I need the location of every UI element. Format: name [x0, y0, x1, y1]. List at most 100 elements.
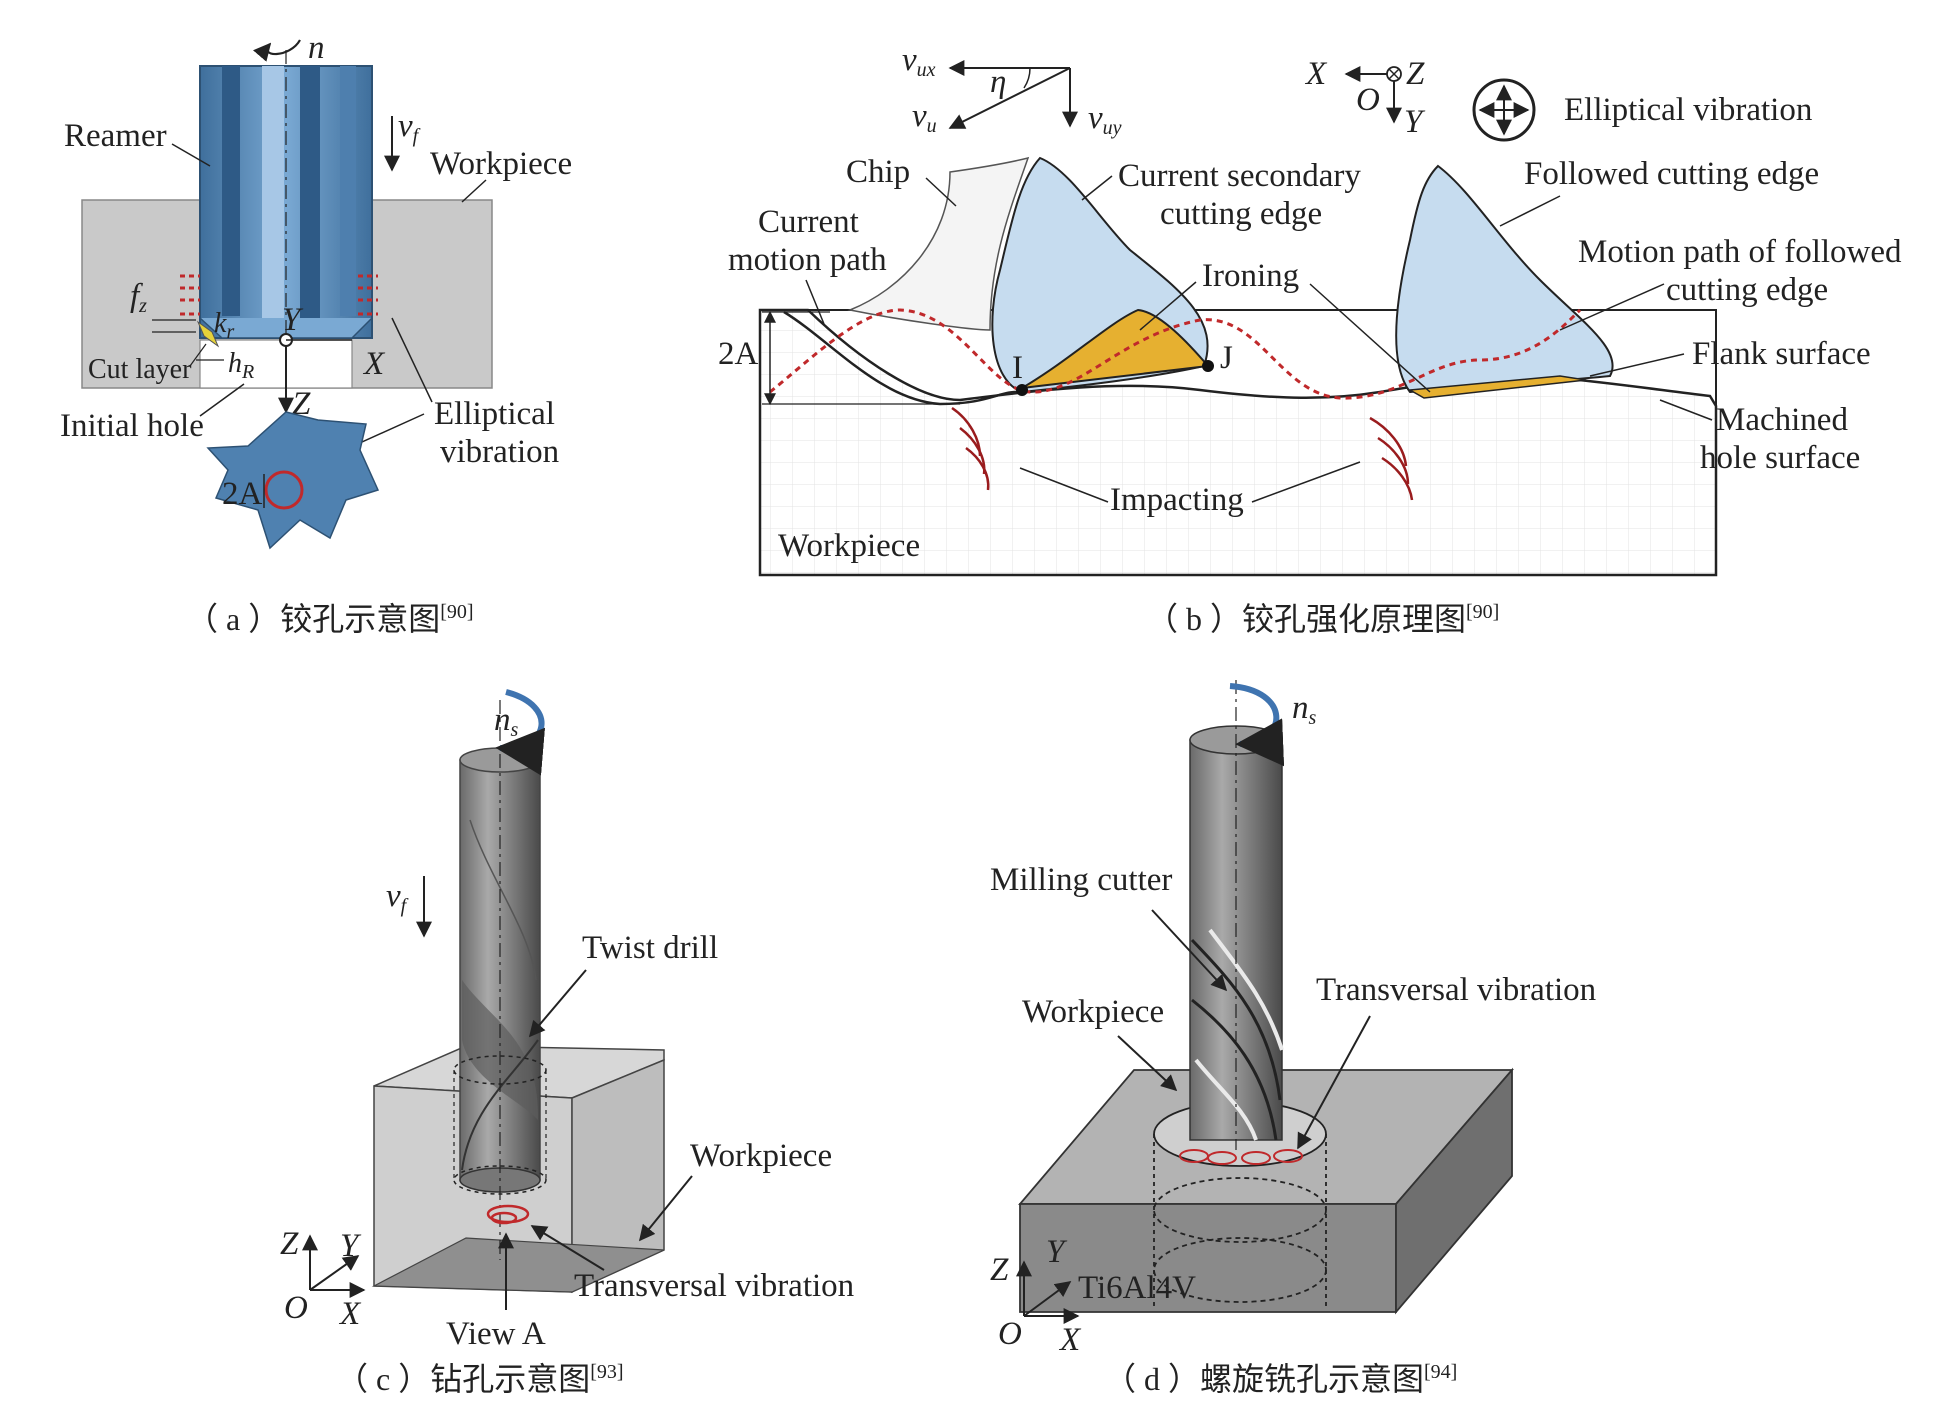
- axis-x-label: X: [1304, 56, 1328, 92]
- eta-label: η: [990, 64, 1006, 100]
- impacting-label: Impacting: [1110, 482, 1244, 518]
- panel-a-reaming-schematic: n vf Reamer Workpiece fz kr hR Cut layer…: [60, 30, 572, 637]
- twist-drill-leader: [528, 969, 587, 1038]
- transversal-leader: [530, 1225, 605, 1271]
- axis-o-label: O: [284, 1290, 308, 1326]
- vux-label: vux: [902, 42, 936, 81]
- workpiece-label: Workpiece: [778, 528, 920, 564]
- motion-followed-label-1: Motion path of followed: [1578, 234, 1902, 270]
- axis-o-label: O: [1356, 82, 1380, 118]
- motion-followed-leader: [1559, 283, 1665, 331]
- transversal-label: Transversal vibration: [574, 1268, 854, 1304]
- axis-z-label: Z: [990, 1252, 1009, 1288]
- workpiece-leader: [461, 179, 487, 203]
- current-secondary-leader: [1081, 175, 1113, 201]
- reamer-cross-section: [206, 411, 380, 550]
- reamer-label: Reamer: [64, 118, 167, 154]
- machined-label-2: hole surface: [1700, 440, 1860, 476]
- workpiece-leader: [638, 1175, 693, 1242]
- feed-label: vf: [398, 108, 421, 147]
- panel-a-caption: （ a ）铰孔示意图[90]: [186, 601, 474, 637]
- current-motion-leader: [805, 279, 825, 325]
- ironing-zone: [1021, 308, 1210, 389]
- chip-leader: [925, 177, 957, 207]
- reamer-tool: [199, 50, 373, 420]
- elliptical-vibration-label: Elliptical vibration: [1564, 92, 1812, 128]
- ironing-label: Ironing: [1202, 258, 1299, 294]
- workpiece-body: [758, 308, 1718, 577]
- panel-b-caption: （ b ）铰孔强化原理图[90]: [1146, 601, 1499, 637]
- chip-label: Chip: [846, 154, 910, 190]
- coordinate-axes: [302, 1234, 366, 1298]
- vibration-orbit: [264, 470, 304, 510]
- velocity-diagram: [948, 60, 1078, 129]
- elliptical-leader: [391, 317, 433, 403]
- point-j-label: J: [1220, 340, 1233, 376]
- kr-label: kr: [214, 308, 234, 343]
- elliptical-vibration-icon: [1472, 78, 1536, 142]
- impacting-arcs: [951, 406, 1414, 501]
- vibration-marks: [180, 274, 378, 316]
- view-a-label: View A: [446, 1316, 546, 1352]
- twist-drill-label: Twist drill: [582, 930, 718, 966]
- axis-y-label: Y: [340, 1228, 362, 1264]
- reamer-leader: [171, 143, 211, 167]
- rotation-arrow-icon: [1229, 683, 1285, 767]
- vu-label: vu: [912, 98, 937, 137]
- vuy-label: vuy: [1088, 100, 1122, 139]
- panel-d-caption: （ d ）螺旋铣孔示意图[94]: [1104, 1361, 1457, 1397]
- point-j-dot: [1202, 360, 1214, 372]
- workpiece-label: Workpiece: [1022, 994, 1164, 1030]
- followed-motion-path: [769, 308, 1582, 400]
- workpiece-label: Workpiece: [430, 146, 572, 182]
- workpiece-frame: [759, 309, 1717, 576]
- motion-followed-label-2: cutting edge: [1666, 272, 1828, 308]
- current-motion-path: [783, 310, 1023, 406]
- hr-label: hR: [228, 348, 254, 383]
- rotation-arrow-icon: [253, 39, 301, 62]
- transversal-label: Transversal vibration: [1316, 972, 1596, 1008]
- initial-hole: [199, 339, 353, 389]
- cut-layer-mark: [196, 320, 220, 348]
- flank-surface-leader: [1589, 353, 1685, 377]
- axis-y-label: Y: [1046, 1234, 1068, 1270]
- chip: [847, 156, 1030, 331]
- machined-label-1: Machined: [1716, 402, 1848, 438]
- current-secondary-label-2: cutting edge: [1160, 196, 1322, 232]
- current-motion-label-2: motion path: [728, 242, 887, 278]
- vibration-mark: [486, 1204, 530, 1225]
- workpiece-slab-front: [1019, 1203, 1397, 1313]
- ironing-leader: [1139, 281, 1197, 331]
- ironing-leader-2: [1309, 283, 1431, 393]
- workpiece-label: Workpiece: [690, 1138, 832, 1174]
- current-motion-label-1: Current: [758, 204, 859, 240]
- panel-d-helical-milling-schematic: ns Milling cutter Workpiece Transversal …: [990, 680, 1596, 1397]
- rotation-label: ns: [1292, 690, 1317, 729]
- material-label: Ti6Al4V: [1078, 1270, 1196, 1306]
- cut-layer-label: Cut layer: [88, 354, 192, 385]
- initial-hole-label: Initial hole: [60, 408, 204, 444]
- milling-cutter: [1189, 680, 1284, 1150]
- amplitude-label: 2A: [718, 336, 759, 372]
- flank-surface: [1407, 375, 1587, 399]
- impacting-leader-1: [1019, 467, 1109, 503]
- coordinate-axes: [1344, 66, 1402, 124]
- axis-x-label: X: [338, 1296, 362, 1332]
- rotation-arrow-icon: [495, 689, 546, 776]
- workpiece-leader: [1117, 1035, 1178, 1092]
- z-axis-label: Z: [292, 386, 311, 422]
- axis-o-label: O: [998, 1316, 1022, 1352]
- machined-leader: [1659, 399, 1713, 421]
- rotation-label: n: [308, 30, 325, 66]
- panel-c-drilling-schematic: ns vf Twist drill Workpiece Transversal …: [280, 689, 854, 1397]
- milling-cutter-leader: [1151, 909, 1228, 992]
- cut-layer-leader: [189, 343, 207, 367]
- elliptical-label-2: vibration: [440, 434, 559, 470]
- vibration-marks: [1179, 1149, 1303, 1165]
- rotation-label: ns: [494, 702, 519, 741]
- y-axis-label: Y: [282, 302, 304, 338]
- point-i-dot: [1016, 384, 1028, 396]
- followed-edge-label: Followed cutting edge: [1524, 156, 1819, 192]
- impacting-leader-2: [1251, 461, 1361, 503]
